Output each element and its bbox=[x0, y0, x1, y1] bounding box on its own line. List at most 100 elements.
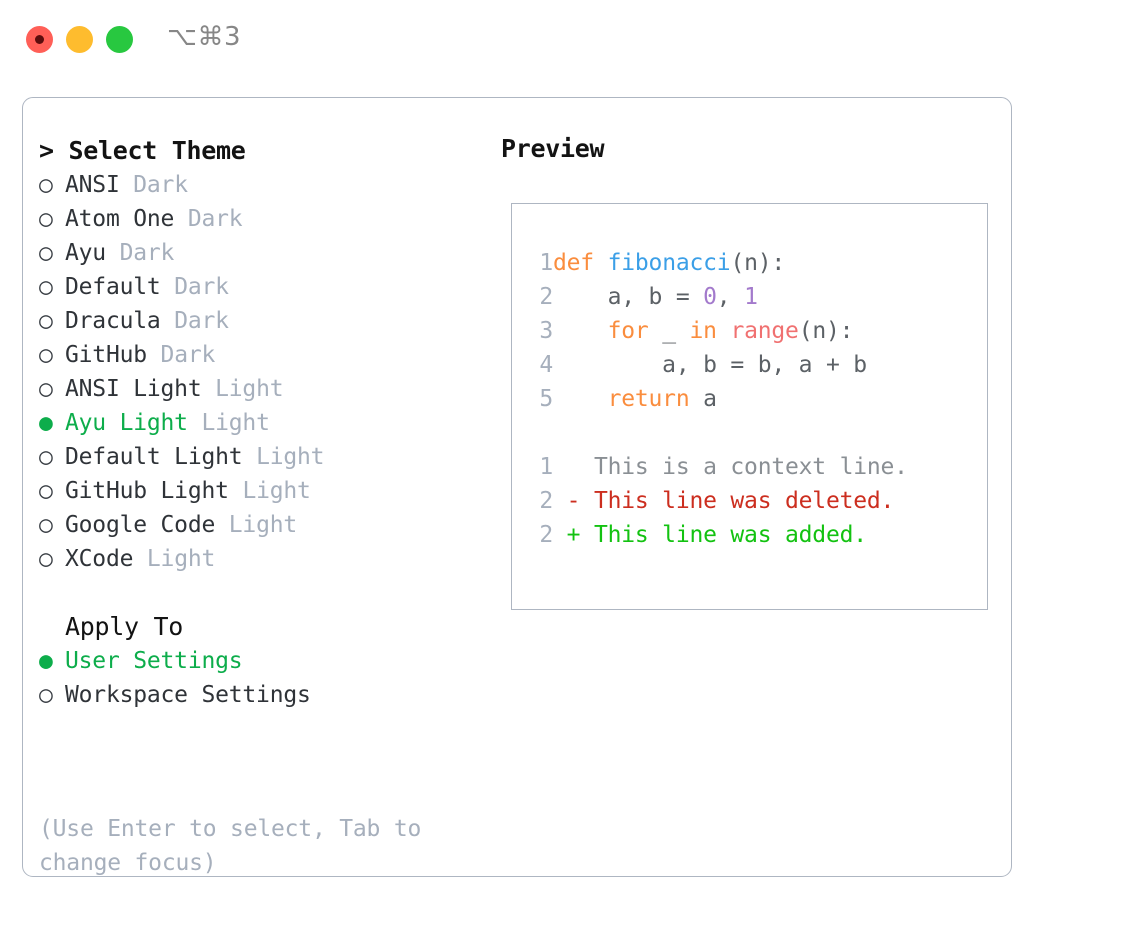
radio-unselected-icon: ○ bbox=[39, 444, 53, 470]
code-line: 3 for _ in range(n): bbox=[527, 314, 908, 348]
radio-unselected-icon: ○ bbox=[39, 376, 53, 402]
theme-option-github[interactable]: ○GitHub Dark bbox=[39, 338, 479, 372]
diff-line: 2 + This line was added. bbox=[527, 518, 908, 552]
theme-option-ayu[interactable]: ○ Ayu Dark bbox=[39, 236, 479, 270]
theme-variant-tag: Dark bbox=[174, 308, 229, 334]
theme-option-label: Google Code bbox=[65, 512, 216, 538]
theme-option-dracula[interactable]: ○ Dracula Dark bbox=[39, 304, 479, 338]
theme-option-github-light[interactable]: ○ GitHub Light Light bbox=[39, 474, 479, 508]
code-token: (n): bbox=[730, 250, 786, 276]
code-token: 0 bbox=[703, 284, 717, 310]
theme-variant-tag: Dark bbox=[119, 240, 175, 266]
line-number: 2 bbox=[539, 522, 553, 548]
apply-to-header: Apply To bbox=[65, 612, 184, 641]
theme-option-label: Ayu Light bbox=[65, 410, 188, 436]
theme-option-ansi-light[interactable]: ○ ANSI Light Light bbox=[39, 372, 479, 406]
theme-variant-tag: Light bbox=[256, 444, 325, 470]
select-theme-header: > Select Theme bbox=[39, 136, 246, 165]
theme-variant-tag: Light bbox=[228, 512, 298, 538]
line-number: 2 bbox=[539, 284, 553, 310]
theme-option-atom-one[interactable]: ○ Atom One Dark bbox=[39, 202, 479, 236]
line-number: 2 bbox=[539, 488, 553, 514]
radio-unselected-icon: ○ bbox=[39, 172, 53, 198]
title-bar: ⌥⌘3 bbox=[0, 0, 1140, 80]
theme-option-label: XCode bbox=[65, 546, 134, 572]
theme-option-list[interactable]: ○ANSI Dark○Atom One Dark○Ayu Dark○Defaul… bbox=[39, 168, 479, 576]
theme-variant-tag: Dark bbox=[174, 274, 229, 300]
theme-option-google-code[interactable]: ○ Google Code Light bbox=[39, 508, 479, 542]
theme-option-label: Default bbox=[65, 274, 161, 300]
apply-to-option-list[interactable]: ●User Settings ○ Workspace Settings bbox=[39, 644, 479, 712]
diff-line: 2 - This line was deleted. bbox=[527, 484, 908, 518]
preview-column: Preview bbox=[501, 134, 605, 163]
radio-unselected-icon: ○ bbox=[39, 240, 53, 266]
maximize-button[interactable] bbox=[106, 26, 133, 53]
code-token: return bbox=[607, 386, 690, 412]
code-line: 1def fibonacci(n): bbox=[527, 246, 908, 280]
code-token bbox=[594, 250, 608, 276]
code-token: (n): bbox=[798, 318, 854, 344]
keyboard-hint-text: (Use Enter to select, Tab to change focu… bbox=[39, 816, 422, 876]
code-token: , bbox=[716, 284, 745, 310]
code-token: 1 bbox=[744, 284, 758, 310]
theme-option-label: Atom One bbox=[65, 206, 175, 232]
radio-unselected-icon: ○ bbox=[39, 512, 53, 538]
radio-unselected-icon: ○ bbox=[39, 342, 53, 368]
radio-selected-icon: ● bbox=[39, 648, 53, 674]
radio-unselected-icon: ○ bbox=[39, 478, 53, 504]
code-token: fibonacci bbox=[607, 250, 731, 276]
theme-option-label: ANSI Light bbox=[65, 376, 202, 402]
theme-variant-tag: Dark bbox=[133, 172, 188, 198]
code-blank-line: . bbox=[527, 416, 908, 450]
code-token: + This line was added. bbox=[553, 522, 867, 548]
apply-to-option-workspace-settings[interactable]: ○ Workspace Settings bbox=[39, 678, 479, 712]
theme-variant-tag: Light bbox=[146, 546, 216, 572]
radio-unselected-icon: ○ bbox=[39, 206, 53, 232]
theme-option-default[interactable]: ○ Default Dark bbox=[39, 270, 479, 304]
code-token: in bbox=[689, 318, 717, 344]
line-number: 5 bbox=[539, 386, 553, 412]
code-token: _ bbox=[648, 318, 690, 344]
code-token: def bbox=[553, 250, 594, 276]
theme-option-label: ANSI bbox=[65, 172, 120, 198]
theme-list-column: > Select Theme ○ANSI Dark○Atom One Dark○… bbox=[39, 134, 479, 712]
keyboard-shortcut-label: ⌥⌘3 bbox=[167, 22, 242, 52]
theme-option-xcode[interactable]: ○ XCode Light bbox=[39, 542, 479, 576]
theme-option-label: Ayu bbox=[65, 240, 106, 266]
theme-option-label: GitHub Light bbox=[65, 478, 229, 504]
theme-variant-tag: Dark bbox=[187, 206, 243, 232]
minimize-button[interactable] bbox=[66, 26, 93, 53]
apply-to-option-user-settings[interactable]: ●User Settings bbox=[39, 644, 479, 678]
code-line: 5 return a bbox=[527, 382, 908, 416]
radio-unselected-icon: ○ bbox=[39, 274, 53, 300]
radio-unselected-icon: ○ bbox=[39, 546, 53, 572]
code-token: a, b = bbox=[553, 284, 704, 310]
code-token: This is a context line. bbox=[553, 454, 908, 480]
theme-option-label: Dracula bbox=[65, 308, 161, 334]
code-token bbox=[553, 318, 608, 344]
code-line: 4 a, b = b, a + b bbox=[527, 348, 908, 382]
radio-unselected-icon: ○ bbox=[39, 308, 53, 334]
theme-selector-panel: > Select Theme ○ANSI Dark○Atom One Dark○… bbox=[22, 97, 1012, 877]
theme-variant-tag: Light bbox=[242, 478, 311, 504]
code-token: a, b = b, a + b bbox=[553, 352, 867, 378]
radio-selected-icon: ● bbox=[39, 410, 53, 436]
line-number: 1 bbox=[539, 250, 553, 276]
close-button[interactable] bbox=[26, 26, 53, 53]
apply-to-option-label: Workspace Settings bbox=[65, 682, 311, 708]
line-number: 3 bbox=[539, 318, 553, 344]
code-token bbox=[553, 386, 608, 412]
theme-option-default-light[interactable]: ○Default Light Light bbox=[39, 440, 479, 474]
code-token: a bbox=[689, 386, 717, 412]
theme-option-ansi[interactable]: ○ ANSI Dark bbox=[39, 168, 479, 202]
radio-unselected-icon: ○ bbox=[39, 682, 53, 708]
code-token bbox=[717, 318, 731, 344]
theme-variant-tag: Light bbox=[201, 410, 270, 436]
line-number: 1 bbox=[539, 454, 553, 480]
theme-option-ayu-light[interactable]: ● Ayu Light Light bbox=[39, 406, 479, 440]
diff-line: 1 This is a context line. bbox=[527, 450, 908, 484]
theme-variant-tag: Light bbox=[215, 376, 284, 402]
